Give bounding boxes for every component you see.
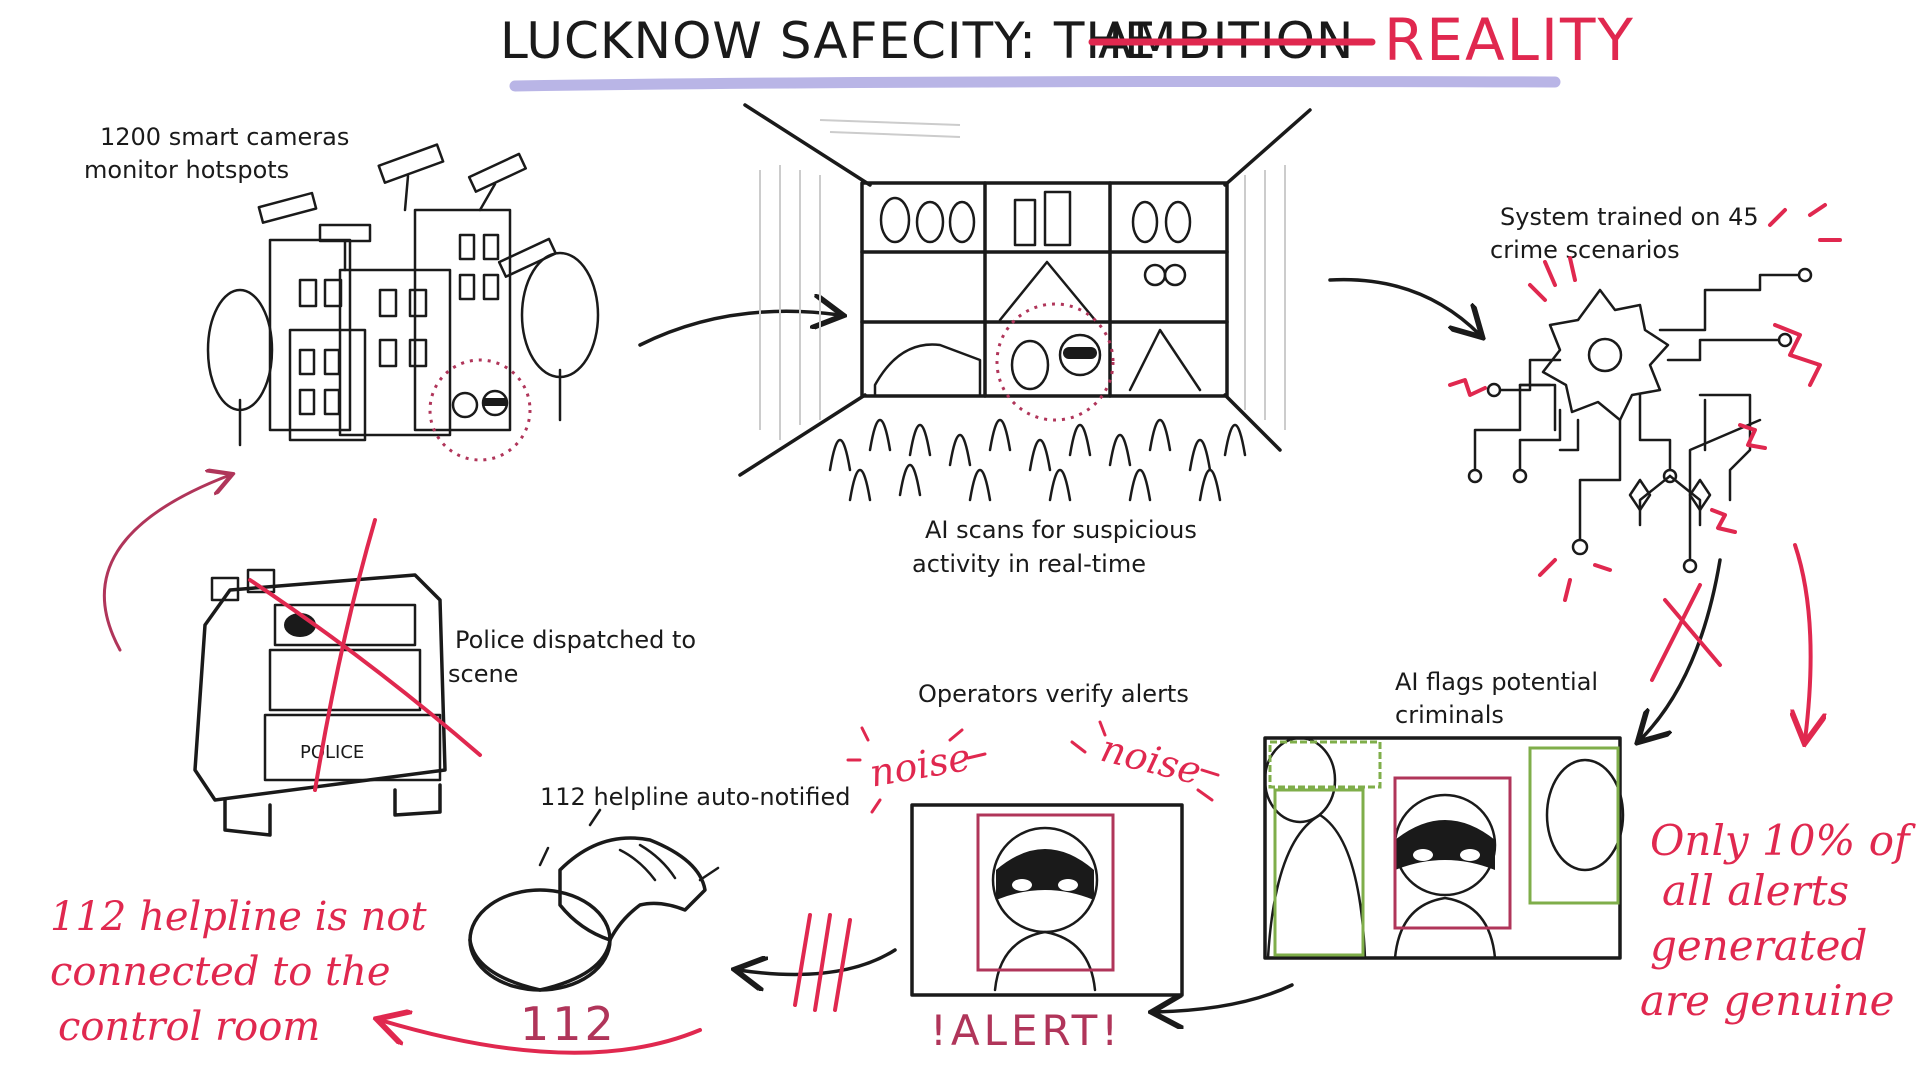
hatch-mark-helpline-arrow — [793, 913, 852, 1012]
reality-note-genuine-alerts: Only 10% of all alerts generated are gen… — [1640, 816, 1920, 1025]
title-correction: REALITY — [1384, 6, 1635, 74]
noise-label-left: noise — [866, 735, 974, 796]
step-cameras: 1200 smart cameras monitor hotspots — [84, 123, 600, 462]
police-van-illustration: POLICE — [193, 568, 447, 837]
genuine-line4: are genuine — [1640, 976, 1895, 1025]
genuine-line2: all alerts — [1662, 866, 1849, 915]
title-block: LUCKNOW SAFECITY: THE AMBITION REALITY — [500, 6, 1635, 92]
genuine-line1: Only 10% of — [1650, 816, 1916, 865]
van-label: POLICE — [300, 742, 364, 763]
ai-scan-label-line1: AI scans for suspicious — [925, 516, 1197, 544]
police-label: Police dispatched to scene — [448, 626, 704, 688]
flagged-frame-illustration — [1263, 736, 1625, 960]
flags-label-line2: criminals — [1395, 701, 1504, 729]
gap-line1: 112 helpline is not — [50, 894, 428, 940]
police-label-line1: Police dispatched to — [455, 626, 696, 654]
cameras-label-line2: monitor hotspots — [84, 156, 289, 184]
arrow-operators-to-helpline — [738, 948, 897, 975]
arrow-flags-to-operators — [1155, 983, 1294, 1012]
arrow-cameras-to-monitors — [638, 311, 840, 347]
noise-rays — [846, 720, 1220, 814]
reality-note-helpline-gap: 112 helpline is not connected to the con… — [50, 894, 439, 1050]
flags-label: AI flags potential criminals — [1395, 668, 1606, 729]
title-underline — [509, 76, 1561, 92]
arrow-training-to-flags — [1640, 558, 1722, 740]
ai-scan-label-line2: activity in real-time — [912, 550, 1146, 578]
cameras-label-line1: 1200 smart cameras — [100, 123, 349, 151]
ai-scan-label: AI scans for suspicious activity in real… — [912, 516, 1205, 578]
step-helpline: 112 helpline auto-notified 112 — [468, 783, 850, 1051]
alert-monitor-illustration — [910, 803, 1184, 997]
arrow-monitors-to-training — [1328, 277, 1480, 335]
helpline-label: 112 helpline auto-notified — [540, 783, 850, 811]
police-label-line2: scene — [448, 660, 518, 688]
alert-caption: !ALERT! — [930, 1006, 1122, 1055]
verify-label: Operators verify alerts — [918, 680, 1189, 708]
training-label-line1: System trained on 45 — [1500, 203, 1759, 231]
control-room-illustration — [738, 103, 1312, 502]
training-label-line2: crime scenarios — [1490, 236, 1680, 264]
arrow-helpline-to-gap-note — [380, 1020, 702, 1055]
genuine-alerts-text: Only 10% of all alerts generated are gen… — [1640, 816, 1920, 1025]
step-ai-scan: AI scans for suspicious activity in real… — [738, 103, 1312, 578]
panic-button-illustration — [468, 808, 720, 992]
cameras-label: 1200 smart cameras monitor hotspots — [84, 123, 357, 184]
step-verify: Operators verify alerts noise noise !ALE… — [846, 680, 1220, 1055]
gap-line2: connected to the — [50, 949, 391, 995]
cross-out-mark-flags — [1650, 583, 1722, 682]
gear-network-illustration — [1448, 203, 1842, 602]
cross-out-mark-police — [248, 518, 482, 792]
genuine-line3: generated — [1650, 921, 1867, 970]
step-training: System trained on 45 crime scenarios — [1448, 203, 1842, 602]
training-label: System trained on 45 crime scenarios — [1490, 203, 1766, 264]
gap-line3: control room — [58, 1004, 320, 1050]
flags-label-line1: AI flags potential — [1395, 668, 1598, 696]
arrow-police-to-cameras — [102, 475, 230, 652]
title-prefix: LUCKNOW SAFECITY: THE — [500, 12, 1157, 70]
step-police: Police dispatched to scene POLICE — [193, 518, 704, 837]
helpline-gap-text: 112 helpline is not connected to the con… — [50, 894, 439, 1050]
step-flags: AI flags potential criminals — [1263, 668, 1625, 960]
arrow-training-to-genuine-note — [1795, 543, 1811, 740]
noise-label-right: noise — [1097, 726, 1206, 793]
city-buildings-illustration — [206, 143, 600, 462]
button-number: 112 — [520, 997, 617, 1051]
